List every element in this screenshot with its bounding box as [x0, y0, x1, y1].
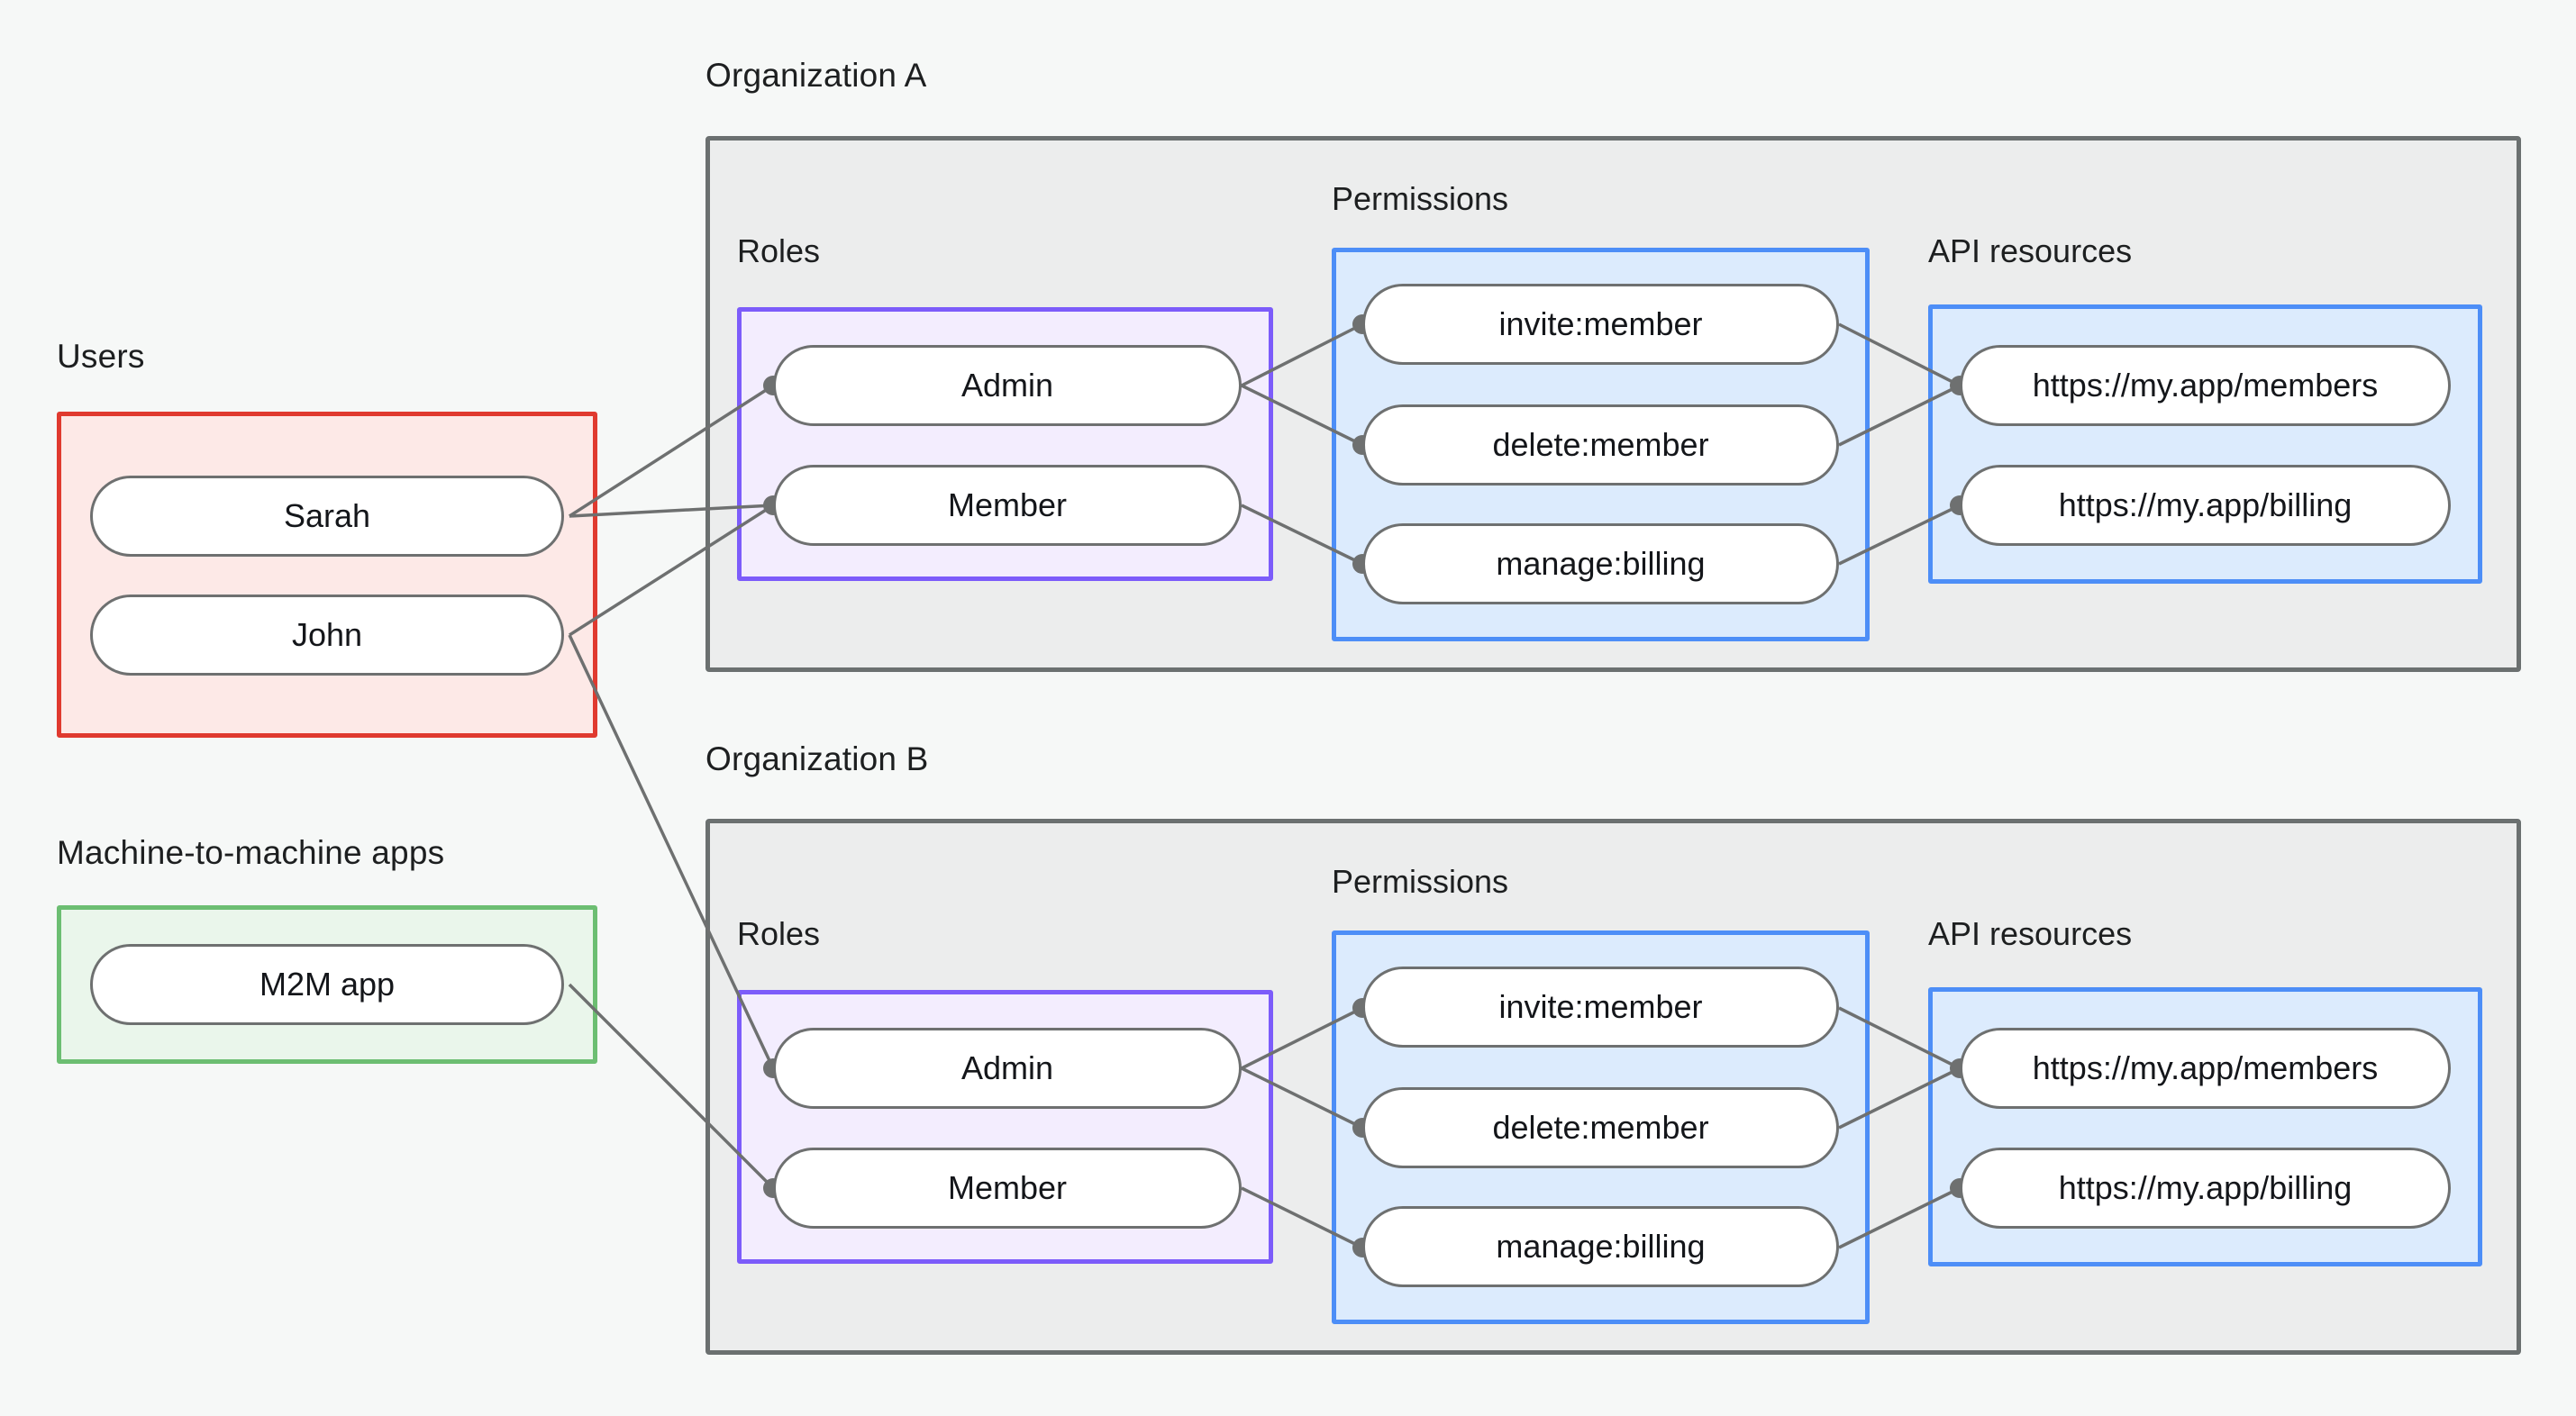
organization-a-label: Organization A [705, 57, 927, 94]
orgB-api-pill-billing[interactable]: https://my.app/billing [1960, 1148, 2451, 1229]
orgA-api-resources-label: API resources [1928, 232, 2133, 269]
user-pill-sarah[interactable]: Sarah [90, 476, 564, 557]
m2m-pill-app[interactable]: M2M app [90, 944, 564, 1025]
orgB-permission-pill-manage-billing[interactable]: manage:billing [1362, 1206, 1839, 1287]
users-group-label: Users [57, 338, 145, 375]
orgA-api-pill-billing[interactable]: https://my.app/billing [1960, 465, 2451, 546]
users-container [57, 412, 597, 738]
orgA-permission-pill-manage-billing[interactable]: manage:billing [1362, 523, 1839, 604]
orgA-permission-pill-invite-member[interactable]: invite:member [1362, 284, 1839, 365]
user-pill-john[interactable]: John [90, 595, 564, 676]
orgA-api-pill-members[interactable]: https://my.app/members [1960, 345, 2451, 426]
orgA-permission-pill-delete-member[interactable]: delete:member [1362, 404, 1839, 486]
orgB-role-pill-member[interactable]: Member [773, 1148, 1242, 1229]
orgB-permission-pill-invite-member[interactable]: invite:member [1362, 967, 1839, 1048]
orgB-permission-pill-delete-member[interactable]: delete:member [1362, 1087, 1839, 1168]
organization-b-label: Organization B [705, 740, 929, 777]
orgA-role-pill-member[interactable]: Member [773, 465, 1242, 546]
orgA-role-pill-admin[interactable]: Admin [773, 345, 1242, 426]
orgB-api-pill-members[interactable]: https://my.app/members [1960, 1028, 2451, 1109]
orgB-role-pill-admin[interactable]: Admin [773, 1028, 1242, 1109]
m2m-group-label: Machine-to-machine apps [57, 834, 445, 871]
orgB-api-resources-label: API resources [1928, 915, 2133, 952]
orgB-permissions-label: Permissions [1332, 863, 1509, 900]
orgA-permissions-label: Permissions [1332, 180, 1509, 217]
orgB-roles-label: Roles [737, 915, 821, 952]
orgA-roles-label: Roles [737, 232, 821, 269]
